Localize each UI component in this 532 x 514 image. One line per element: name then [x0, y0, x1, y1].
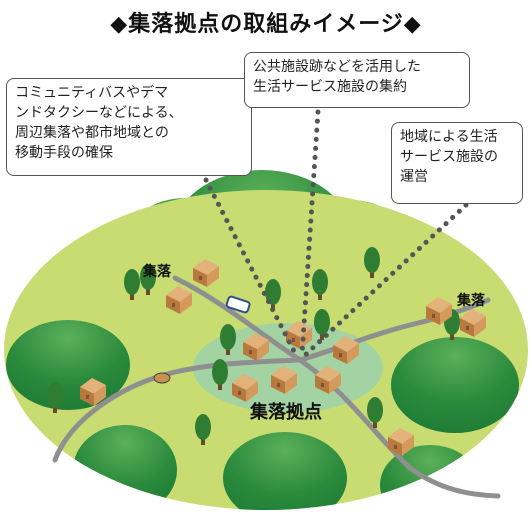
callout-transport: コミュニティバスやデマ ンドタクシーなどによる、 周辺集落や都市地域との 移動手…: [6, 78, 252, 176]
village-label-right: 集落: [457, 293, 485, 309]
callout-connectors: [203, 109, 469, 361]
hub-label: 集落拠点: [250, 402, 322, 423]
hill-bottom-left: [73, 425, 177, 510]
hill-bottom-center: [223, 432, 347, 510]
page-title: ◆集落拠点の取組みイメージ◆: [110, 12, 422, 37]
bus-icon: [225, 295, 251, 314]
hill-right: [391, 337, 519, 433]
car-icon: [153, 372, 171, 384]
roads: [52, 275, 501, 499]
callout-facilities: 公共施設跡などを活用した 生活サービス施設の集約: [244, 52, 470, 108]
callout-operation: 地域による生活 サービス施設の 運営: [391, 122, 523, 204]
village-label-left: 集落: [143, 264, 171, 280]
